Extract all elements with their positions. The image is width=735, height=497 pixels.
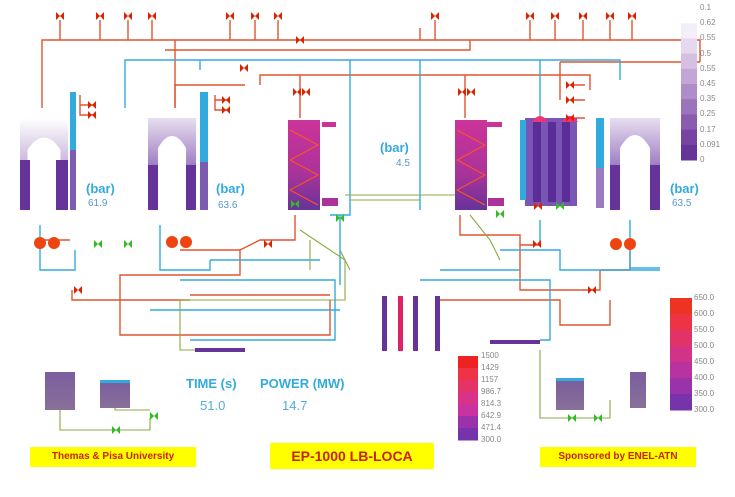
temp-top-scale-swatch [458,368,478,381]
void-scale-swatch [681,8,697,24]
power-label: POWER (MW) [260,376,345,391]
void-scale-swatch [681,84,697,100]
void-scale-tick: 0.1 [700,3,712,12]
core-channel-right [455,120,504,210]
void-scale-tick: 0 [700,155,705,164]
pressure-unit-3: (bar) [380,140,409,155]
temp-top-scale-tick: 814.3 [481,399,502,408]
temp-right-scale-tick: 350.0 [694,389,715,398]
void-scale-tick: 0.62 [700,18,716,28]
temp-right-scale-swatch [670,378,692,395]
pressure-value-4: 63.5 [672,198,692,209]
temp-top-scale-tick: 1500 [481,351,499,360]
void-scale-tick: 0.091 [700,139,721,149]
void-scale-swatch [681,129,697,146]
void-scale-swatch [681,68,697,85]
temp-top-scale-swatch [458,428,478,441]
temp-top-scale-tick: 986.7 [481,387,502,396]
temp-right-scale-swatch [670,394,692,411]
void-scale-tick: 0.45 [700,79,716,88]
void-scale-tick: 0.5 [700,48,712,58]
temp-top-scale-tick: 1157 [481,375,499,384]
void-fraction-scale [681,8,697,161]
title-banner: EP-1000 LB-LOCA [270,443,434,469]
accumulator-tanks [45,372,646,410]
time-value: 51.0 [200,398,226,413]
temp-top-scale-tick: 1429 [481,363,499,372]
power-value: 14.7 [282,398,308,413]
temp-right-scale-tick: 400.0 [694,373,715,382]
pressure-unit-4: (bar) [670,181,699,196]
temp-right-scale-tick: 500.0 [694,341,715,350]
steam-generator-2 [148,92,208,210]
downcomer-bars [195,296,540,352]
void-scale-tick: 0.55 [700,33,716,43]
coolant-pumps [34,236,636,250]
temp-right-scale-swatch [670,330,692,347]
aux-lines [59,194,611,431]
void-scale-swatch [681,144,697,161]
temp-right-scale-tick: 300.0 [694,405,715,414]
temp-right-scale-tick: 600.0 [694,309,715,318]
pressure-value-2: 63.6 [218,200,238,211]
temperature-scale-top [458,356,478,441]
temp-right-scale-swatch [670,298,692,315]
void-scale-tick: 0.25 [700,109,716,119]
temp-right-scale-swatch [670,362,692,379]
steam-generator-3 [596,118,660,210]
temp-right-scale-tick: 450.0 [694,357,715,366]
void-scale-swatch [681,38,697,55]
temp-top-scale-swatch [458,416,478,429]
pressure-unit-1: (bar) [86,181,115,196]
void-scale-swatch [681,23,697,39]
temp-right-scale-tick: 550.0 [694,325,715,334]
void-scale-tick: 0.35 [700,94,716,104]
void-scale-tick: 0.17 [700,124,716,134]
void-scale-swatch [681,114,697,131]
temp-top-scale-swatch [458,392,478,405]
core-channel-left [288,120,338,210]
valves [56,12,636,434]
temp-right-scale-tick: 650.0 [694,293,715,302]
temp-top-scale-swatch [458,404,478,417]
temp-top-scale-tick: 642.9 [481,411,502,420]
temp-top-scale-tick: 471.4 [481,423,502,432]
temperature-scale-right [670,298,692,411]
temp-top-scale-swatch [458,356,478,369]
reactor-vessel [520,116,578,206]
temp-right-scale-swatch [670,314,692,331]
steam-lines [40,20,701,336]
temp-top-scale-tick: 300.0 [481,435,502,444]
pressure-value-3: 4.5 [396,158,410,169]
void-scale-swatch [681,53,697,70]
temp-top-scale-swatch [458,380,478,393]
steam-generator-1 [20,92,76,210]
time-label: TIME (s) [186,376,237,391]
pressure-unit-2: (bar) [216,181,245,196]
pressure-value-1: 61.9 [88,198,108,209]
temp-right-scale-swatch [670,346,692,363]
void-scale-tick: 0.55 [700,63,716,73]
credit-left-banner: Themas & Pisa University [30,447,196,467]
credit-right-banner: Sponsored by ENEL-ATN [540,447,696,467]
void-scale-swatch [681,99,697,115]
